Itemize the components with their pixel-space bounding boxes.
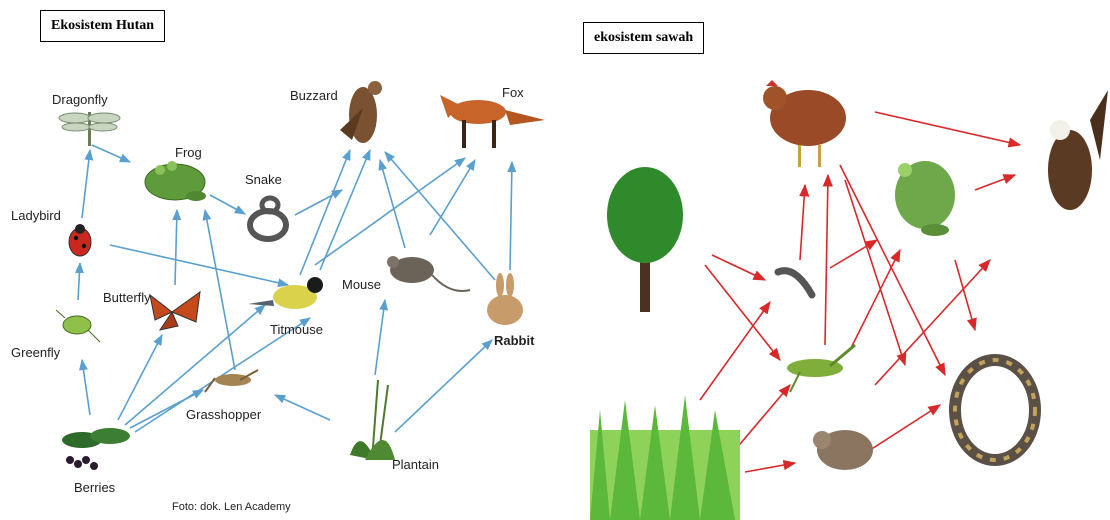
grasshopper-icon [204, 369, 259, 393]
ladybird-icon [68, 224, 92, 257]
label-buzzard: Buzzard [290, 88, 338, 103]
grasshopper-icon [787, 343, 856, 393]
butterfly-icon [149, 290, 201, 331]
rabbit-icon [487, 273, 523, 325]
label-snake: Snake [245, 172, 282, 187]
label-ladybird: Ladybird [11, 208, 61, 223]
snake-icon [247, 195, 289, 242]
plantain-icon [350, 379, 395, 461]
greenfly-icon [55, 309, 101, 343]
snake-icon [949, 354, 1041, 466]
forest-ecosystem-title: Ekosistem Hutan [40, 10, 166, 42]
chicken-icon [763, 80, 846, 167]
eagle-icon [1048, 90, 1108, 210]
label-grasshopper: Grasshopper [186, 407, 262, 422]
label-butterfly: Butterfly [103, 290, 151, 305]
grass-icon [590, 395, 740, 520]
label-titmouse: Titmouse [270, 322, 323, 337]
label-mouse: Mouse [342, 277, 382, 292]
label-fox: Fox [502, 85, 524, 100]
dragonfly-icon [58, 112, 121, 146]
berries-icon [62, 428, 130, 470]
fox-icon [440, 95, 545, 148]
label-frog: Frog [175, 145, 202, 160]
label-plantain: Plantain [392, 457, 439, 472]
mouse-icon [387, 256, 471, 292]
mouse-icon [813, 430, 873, 470]
frog-icon [895, 161, 955, 236]
label-berries: Berries [74, 480, 116, 495]
label-dragonfly: Dragonfly [52, 92, 108, 107]
rice-field-ecosystem-title: ekosistem sawah [583, 22, 705, 54]
forest-food-web-arrows [74, 144, 517, 433]
caterpillar-icon [774, 267, 816, 299]
frog-icon [144, 161, 206, 201]
tree-icon [607, 167, 683, 312]
label-rabbit: Rabbit [494, 333, 535, 348]
photo-credit: Foto: dok. Len Academy [172, 501, 291, 513]
rice-field-food-web-arrows [699, 111, 1022, 473]
buzzard-icon [340, 81, 382, 143]
titmouse-icon [248, 277, 323, 309]
label-greenfly: Greenfly [11, 345, 61, 360]
